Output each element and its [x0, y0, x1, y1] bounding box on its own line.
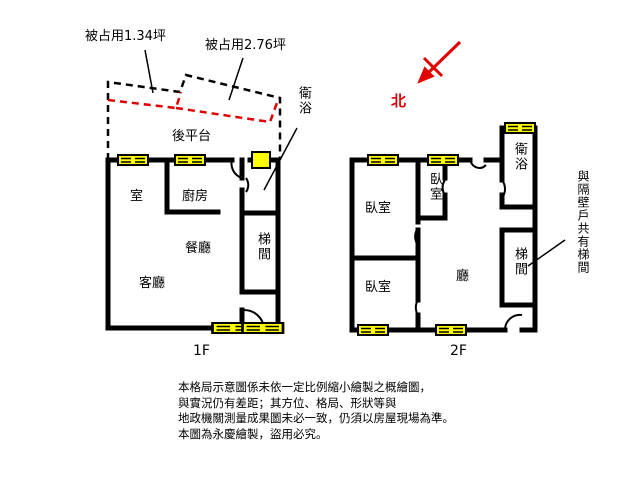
- floor-2f-doors: [414, 159, 523, 331]
- room-label: 室: [130, 189, 144, 204]
- rear-platform-outline: [106, 73, 282, 160]
- window: [357, 324, 389, 336]
- window: [435, 324, 467, 336]
- window: [427, 154, 459, 166]
- window: [241, 321, 285, 335]
- north-arrow-icon: [417, 40, 462, 84]
- window: [504, 122, 536, 134]
- north-label: 北: [391, 92, 407, 110]
- disclaimer-line: 地政機關測量成果圖未必一致，仍須以房屋現場為準。: [178, 411, 454, 425]
- rear-platform-label: 後平台: [172, 129, 212, 144]
- bathroom-2f-label: 衛浴: [512, 142, 527, 172]
- window: [174, 154, 206, 166]
- living-room-label: 客廳: [139, 276, 166, 291]
- bedroom-label: 臥室: [365, 280, 392, 295]
- stair-1f-label: 梯間: [255, 232, 270, 262]
- bedroom-label: 臥室: [365, 201, 392, 216]
- occupied-boundary: [107, 91, 280, 124]
- kitchen-label: 廚房: [182, 189, 209, 204]
- floor-1f-title: 1F: [193, 343, 210, 359]
- window: [367, 154, 399, 166]
- disclaimer: 本格局示意圖係未依一定比例縮小繪製之概繪圖， 與實況仍有差距；其方位、格局、形狀…: [178, 380, 454, 442]
- window: [117, 154, 149, 166]
- dining-label: 餐廳: [185, 241, 212, 256]
- stair-2f-label: 梯間: [512, 247, 527, 277]
- occupied-area-label-a: 被占用1.34坪: [85, 29, 166, 44]
- disclaimer-line: 與實況仍有差距；其方位、格局、形狀等與: [178, 395, 397, 410]
- shared-stair-note: 與隔壁戶共有梯間: [576, 170, 590, 274]
- bathroom-1f-label: 衛浴: [296, 86, 311, 116]
- disclaimer-line: 本格局示意圖係未依一定比例縮小繪製之概繪圖，: [178, 380, 431, 394]
- floor-2f-title: 2F: [450, 343, 467, 359]
- window: [251, 151, 271, 169]
- occupied-area-label-b: 被占用2.76坪: [205, 38, 286, 53]
- bedroom-label: 臥室: [427, 172, 442, 202]
- hall-label: 廳: [456, 269, 470, 284]
- disclaimer-line: 本圖為永慶繪製，盜用必究。: [178, 426, 328, 441]
